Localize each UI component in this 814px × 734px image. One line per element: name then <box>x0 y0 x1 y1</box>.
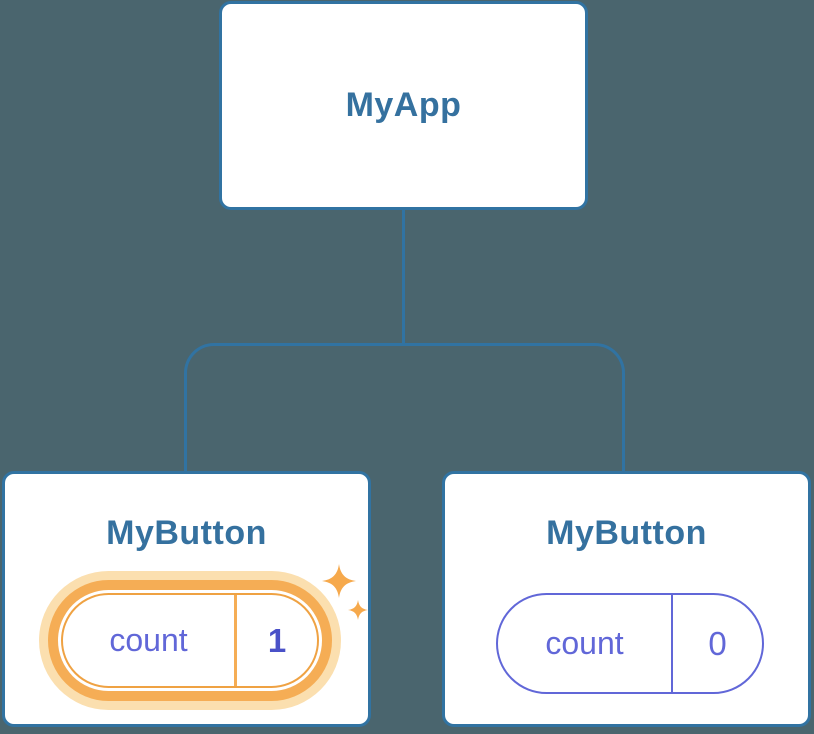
state-value-cell: 0 <box>673 595 762 692</box>
tree-connector-stem <box>402 209 405 345</box>
sparkles-icon <box>322 564 368 620</box>
state-value: 1 <box>267 621 287 659</box>
node-myapp: MyApp <box>219 1 588 210</box>
node-mybutton-1: MyButton count 1 <box>2 471 371 727</box>
state-value-cell: 1 <box>237 595 317 686</box>
state-value: 0 <box>708 624 727 662</box>
tree-connector-bracket <box>184 343 625 471</box>
state-key-cell: count <box>498 595 673 692</box>
node-mybutton-2-label: MyButton <box>546 514 707 552</box>
node-mybutton-2: MyButton count 0 <box>442 471 811 727</box>
state-key-label: count <box>545 625 624 661</box>
state-pill-highlighted: count 1 <box>61 593 319 688</box>
node-mybutton-1-label: MyButton <box>106 514 267 552</box>
state-pill: count 0 <box>496 593 764 694</box>
state-key-cell: count <box>63 595 237 686</box>
state-key-label: count <box>109 622 188 658</box>
node-myapp-label: MyApp <box>345 86 462 124</box>
